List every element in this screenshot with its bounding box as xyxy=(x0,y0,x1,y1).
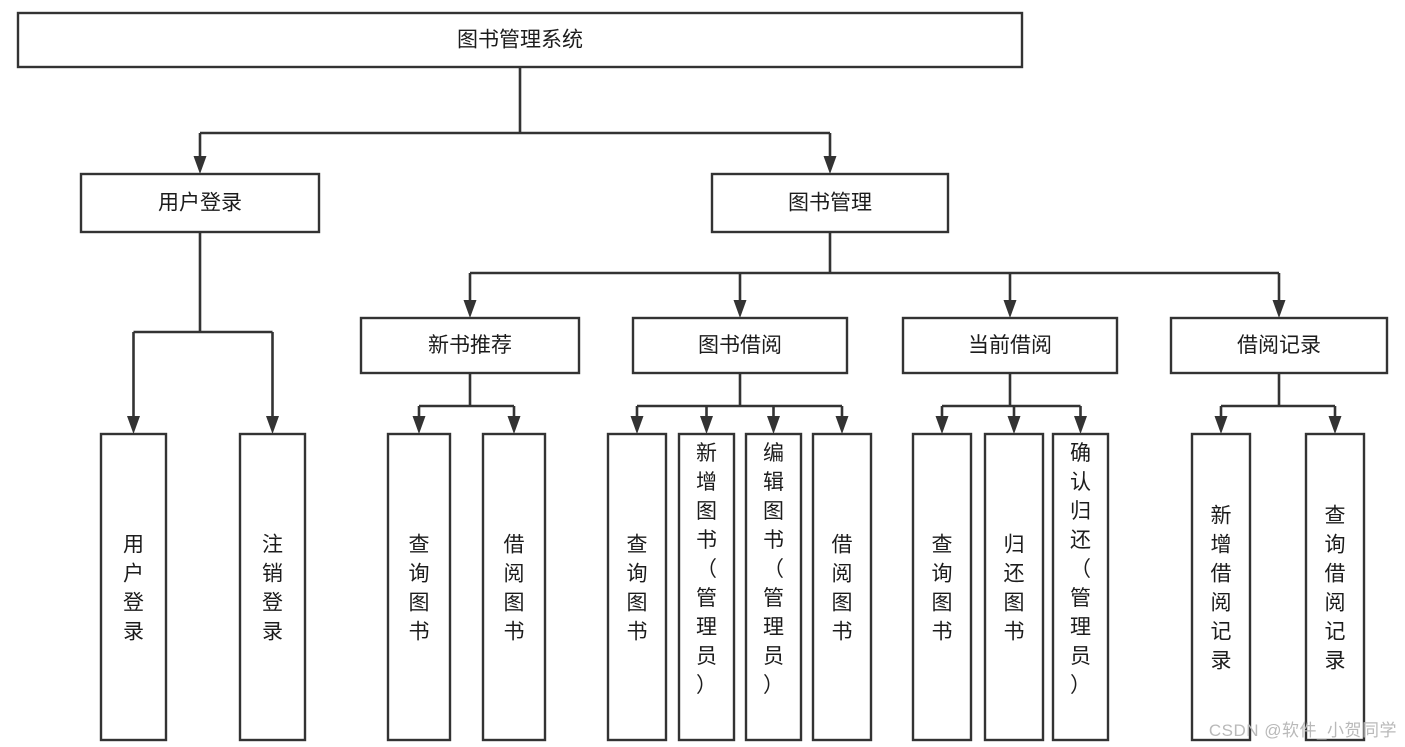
node-label: 图书管理系统 xyxy=(457,29,583,52)
arrow-head-icon xyxy=(1074,416,1087,434)
node-label: 新增借阅记录 xyxy=(1211,505,1232,673)
node-label: 借阅图书 xyxy=(832,534,853,644)
arrow-head-icon xyxy=(1007,416,1021,434)
arrow-head-icon xyxy=(767,416,780,434)
node-box[interactable] xyxy=(983,432,1045,742)
arrow-head-icon xyxy=(1214,416,1228,434)
arrow-head-icon xyxy=(733,300,747,318)
node-box[interactable] xyxy=(744,432,803,742)
arrow-head-icon xyxy=(630,416,644,434)
arrow-head-icon xyxy=(935,416,949,434)
node-current[interactable]: 当前借阅 xyxy=(901,316,1119,375)
node-label: 查询图书 xyxy=(627,534,648,644)
node-leaf-logout[interactable]: 注销登录 xyxy=(238,432,307,742)
node-newbook[interactable]: 新书推荐 xyxy=(359,316,581,375)
node-box[interactable] xyxy=(710,172,950,234)
node-label: 编辑图书（管理员） xyxy=(763,442,784,697)
node-box[interactable] xyxy=(631,316,849,375)
node-box[interactable] xyxy=(238,432,307,742)
node-leaf-b-add[interactable]: 新增图书（管理员） xyxy=(677,432,736,742)
node-borrow[interactable]: 图书借阅 xyxy=(631,316,849,375)
node-leaf-c-confirm[interactable]: 确认归还（管理员） xyxy=(1051,432,1110,742)
node-records[interactable]: 借阅记录 xyxy=(1169,316,1389,375)
node-login[interactable]: 用户登录 xyxy=(79,172,321,234)
connector-group-bookmgmt xyxy=(463,232,1286,318)
node-leaf-login[interactable]: 用户登录 xyxy=(99,432,168,742)
node-box[interactable] xyxy=(1190,432,1252,742)
node-label: 图书借阅 xyxy=(698,334,782,357)
node-label: 查询图书 xyxy=(409,534,430,644)
connector-group-login xyxy=(127,232,279,434)
nodes-layer: 图书管理系统用户登录图书管理新书推荐图书借阅当前借阅借阅记录用户登录注销登录查询… xyxy=(16,11,1389,742)
arrow-head-icon xyxy=(266,416,279,434)
arrow-head-icon xyxy=(127,416,140,434)
arrow-head-icon xyxy=(700,416,713,434)
connector-group-newbook xyxy=(412,373,521,434)
connector-group-borrow xyxy=(630,373,849,434)
node-label: 新书推荐 xyxy=(428,334,512,357)
connector-group-records xyxy=(1214,373,1342,434)
node-label: 借阅记录 xyxy=(1237,334,1321,357)
node-box[interactable] xyxy=(677,432,736,742)
arrow-head-icon xyxy=(1328,416,1342,434)
arrow-head-icon xyxy=(412,416,426,434)
node-leaf-r-add[interactable]: 新增借阅记录 xyxy=(1190,432,1252,742)
node-leaf-nb-query[interactable]: 查询图书 xyxy=(386,432,452,742)
node-label: 用户登录 xyxy=(123,534,144,644)
connector-group-root xyxy=(193,67,837,174)
node-bookmgmt[interactable]: 图书管理 xyxy=(710,172,950,234)
node-box[interactable] xyxy=(1304,432,1366,742)
node-label: 归还图书 xyxy=(1004,534,1025,644)
node-leaf-c-query[interactable]: 查询图书 xyxy=(911,432,973,742)
node-box[interactable] xyxy=(481,432,547,742)
arrow-head-icon xyxy=(835,416,849,434)
node-leaf-nb-borrow[interactable]: 借阅图书 xyxy=(481,432,547,742)
node-leaf-r-query[interactable]: 查询借阅记录 xyxy=(1304,432,1366,742)
node-box[interactable] xyxy=(811,432,873,742)
node-box[interactable] xyxy=(16,11,1024,69)
connectors-layer xyxy=(127,67,1342,434)
node-root[interactable]: 图书管理系统 xyxy=(16,11,1024,69)
arrow-head-icon xyxy=(193,156,207,174)
node-box[interactable] xyxy=(911,432,973,742)
arrow-head-icon xyxy=(1272,300,1286,318)
node-label: 用户登录 xyxy=(158,192,242,215)
arrow-head-icon xyxy=(823,156,837,174)
node-label: 图书管理 xyxy=(788,192,872,215)
node-label: 查询借阅记录 xyxy=(1325,505,1346,673)
node-label: 注销登录 xyxy=(262,534,283,644)
node-label: 确认归还（管理员） xyxy=(1070,442,1091,697)
arrow-head-icon xyxy=(1003,300,1017,318)
arrow-head-icon xyxy=(463,300,477,318)
node-leaf-b-query[interactable]: 查询图书 xyxy=(606,432,668,742)
connector-group-current xyxy=(935,373,1087,434)
node-label: 当前借阅 xyxy=(968,334,1052,357)
node-leaf-c-return[interactable]: 归还图书 xyxy=(983,432,1045,742)
node-label: 新增图书（管理员） xyxy=(696,442,717,697)
node-leaf-b-edit[interactable]: 编辑图书（管理员） xyxy=(744,432,803,742)
node-box[interactable] xyxy=(99,432,168,742)
node-leaf-b-borrow[interactable]: 借阅图书 xyxy=(811,432,873,742)
node-box[interactable] xyxy=(1169,316,1389,375)
node-label: 借阅图书 xyxy=(504,534,525,644)
node-label: 查询图书 xyxy=(932,534,953,644)
arrow-head-icon xyxy=(507,416,521,434)
node-box[interactable] xyxy=(606,432,668,742)
node-box[interactable] xyxy=(901,316,1119,375)
node-box[interactable] xyxy=(359,316,581,375)
node-box[interactable] xyxy=(386,432,452,742)
node-box[interactable] xyxy=(79,172,321,234)
node-box[interactable] xyxy=(1051,432,1110,742)
